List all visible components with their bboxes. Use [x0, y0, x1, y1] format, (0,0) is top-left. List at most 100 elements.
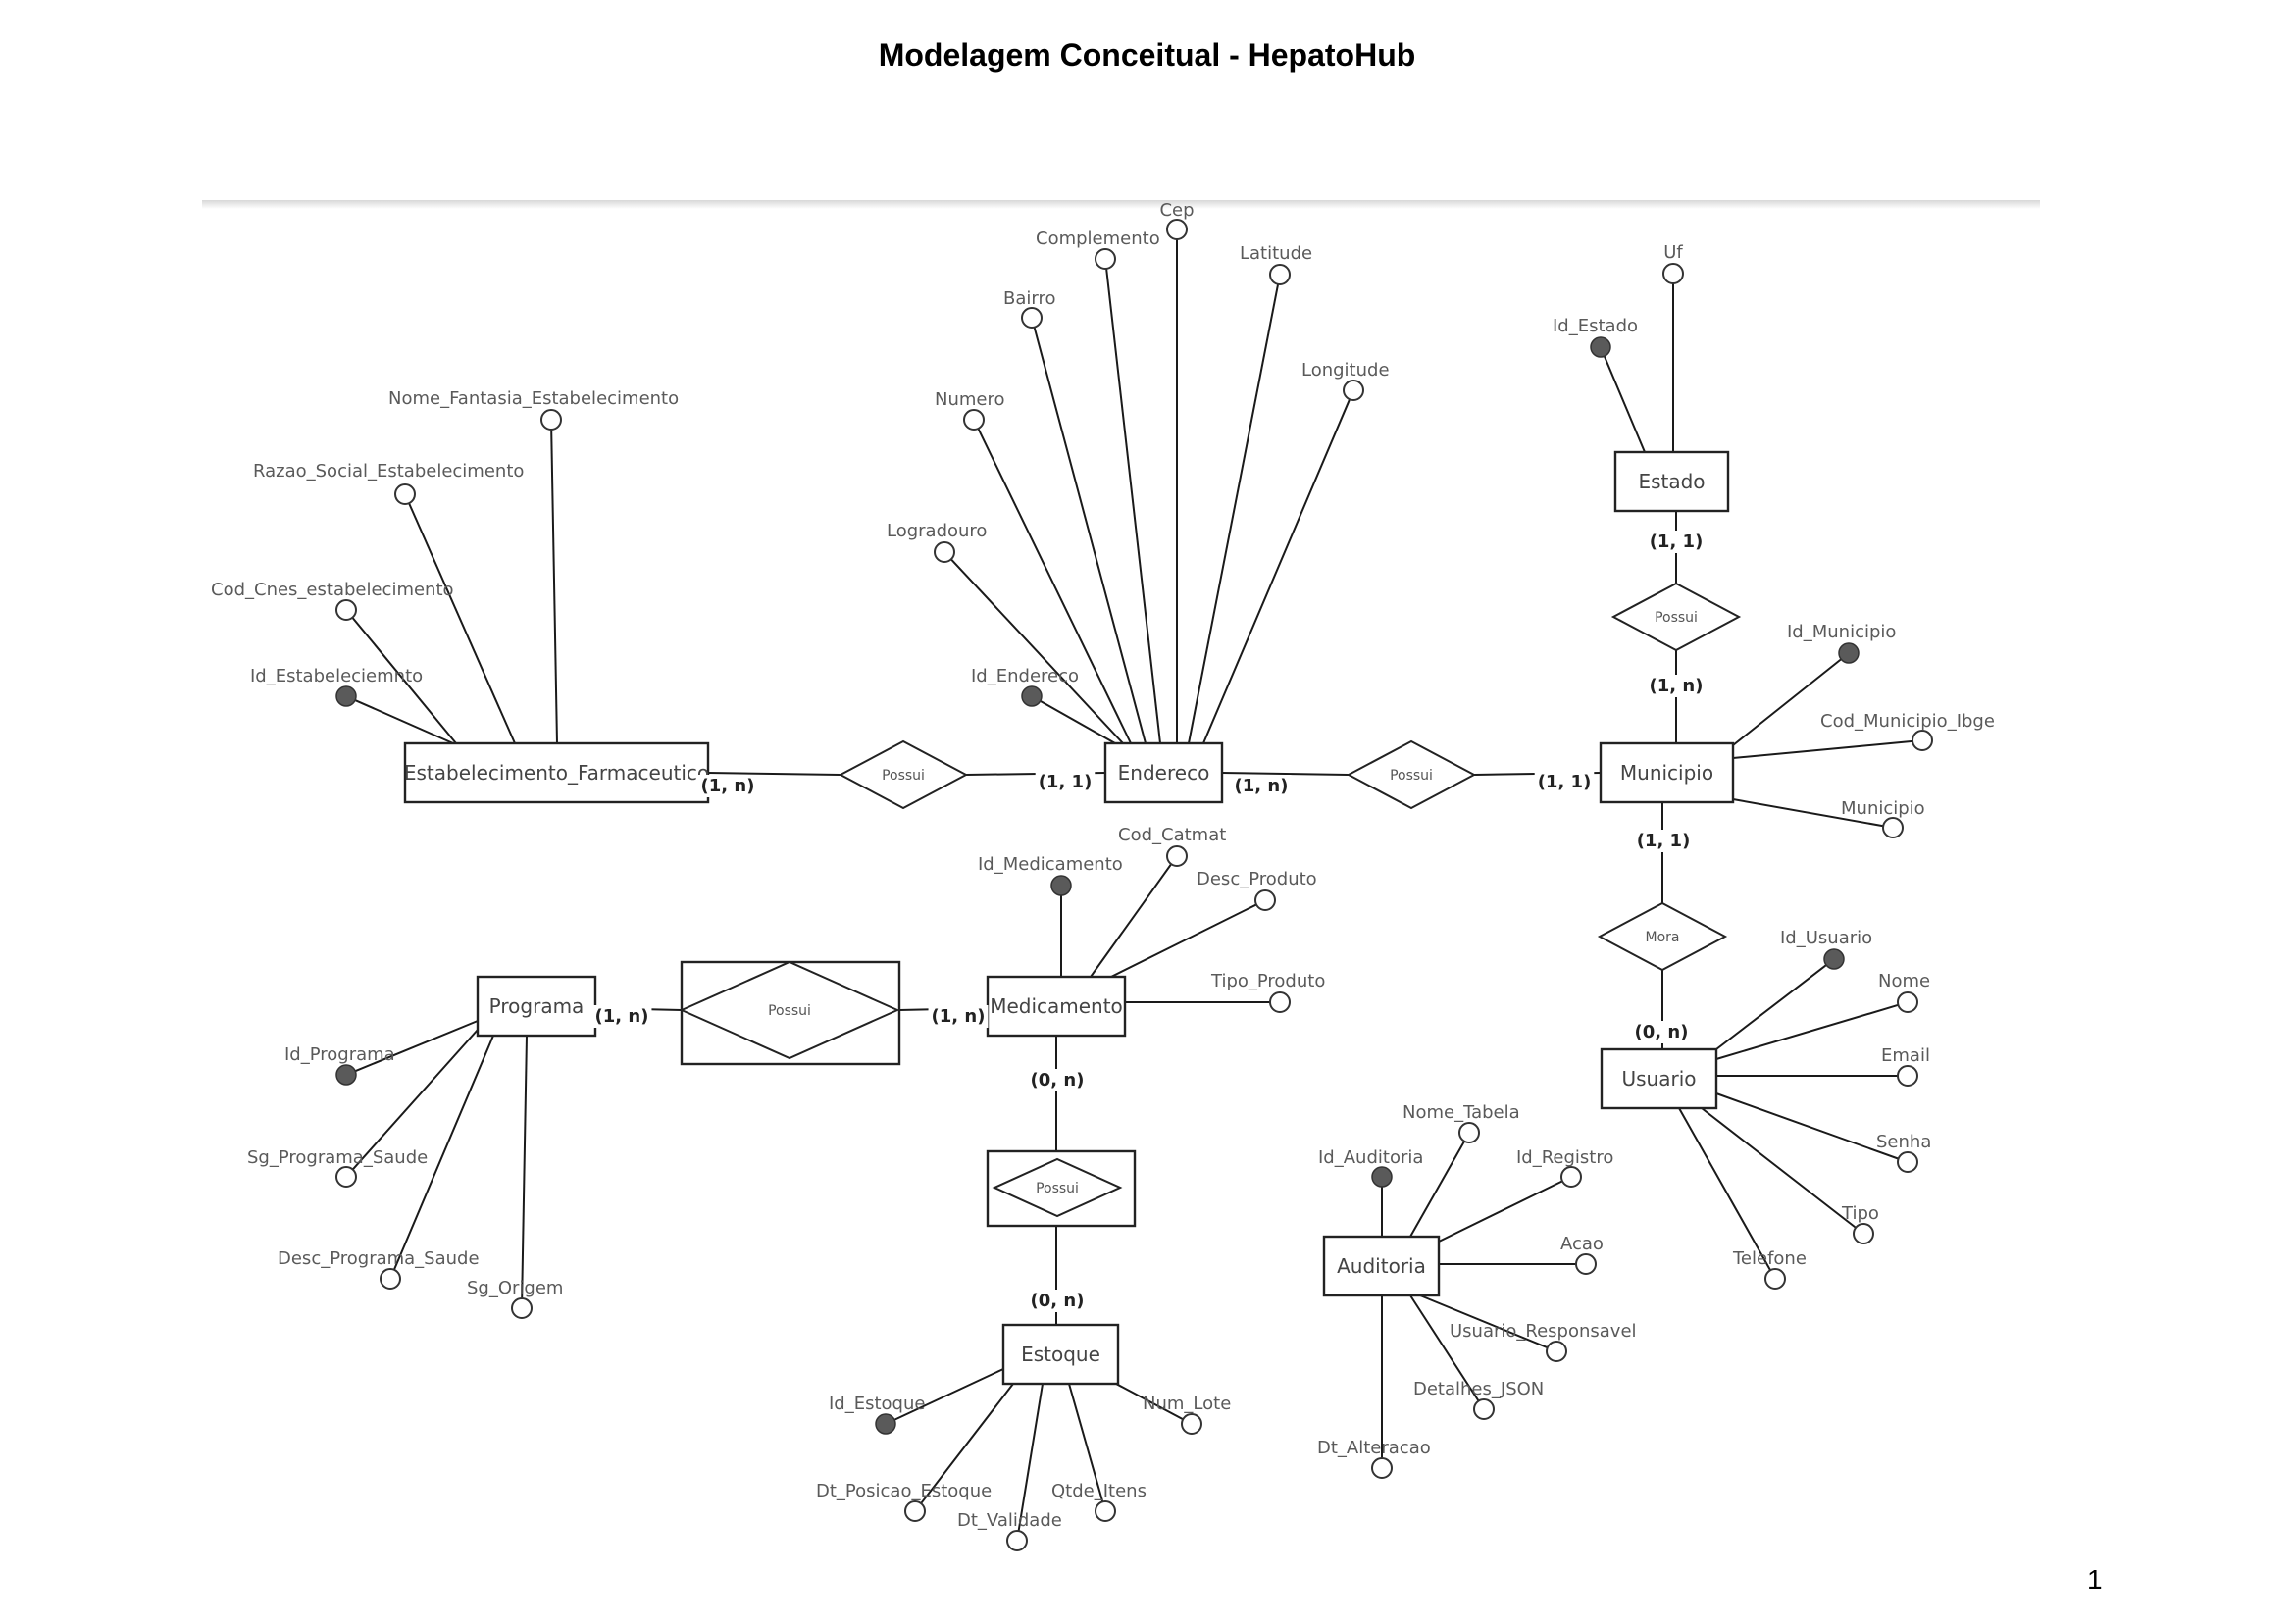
relationship-label: Possui: [768, 1003, 811, 1019]
cardinality-background: [1646, 675, 1707, 697]
attribute-marker: [1897, 1065, 1918, 1087]
attribute-label: Dt_Alteracao: [1317, 1438, 1431, 1458]
cardinality-label: (1, 1): [1650, 532, 1704, 552]
attribute-marker: [1269, 991, 1291, 1013]
entity-box: [1599, 741, 1735, 804]
attribute-label: Id_Registro: [1516, 1147, 1613, 1168]
entity-label: Usuario: [1621, 1067, 1696, 1091]
attribute-link: [1732, 739, 1913, 759]
attribute-link: [351, 1029, 479, 1171]
attribute-link: [1068, 1383, 1104, 1502]
attribute-marker: [1095, 248, 1116, 270]
entity-box: [1613, 450, 1730, 513]
key-attribute-marker: [875, 1413, 896, 1435]
attribute-link: [1419, 1294, 1549, 1349]
attribute-label: Tipo_Produto: [1210, 971, 1325, 991]
attribute-label: Dt_Validade: [957, 1510, 1062, 1531]
key-attribute-marker: [1371, 1166, 1393, 1188]
attribute-link: [893, 1368, 1004, 1421]
attribute-marker: [1897, 991, 1918, 1013]
attribute-label: Numero: [935, 389, 1005, 410]
page-number: 1: [2087, 1564, 2103, 1595]
attribute-label: Telefone: [1732, 1248, 1807, 1269]
attribute-link: [1105, 268, 1161, 744]
relationship-possui-end-mun: Possui: [1346, 739, 1477, 810]
attribute-link: [977, 428, 1132, 744]
entity-label: Estado: [1638, 470, 1705, 493]
relationship-mora: Mora: [1597, 901, 1728, 972]
attribute-link: [1115, 1383, 1184, 1421]
attribute-marker: [540, 409, 562, 431]
attribute-link: [1701, 1107, 1857, 1229]
cardinality-label: (1, n): [932, 1006, 986, 1027]
cardinality-label: (0, n): [1031, 1291, 1085, 1311]
cardinality-background: [928, 1005, 989, 1028]
relationship-diamond: [1346, 739, 1477, 810]
attribute-link: [354, 1020, 479, 1073]
attribute-marker: [1095, 1500, 1116, 1522]
attribute-label: Nome: [1878, 971, 1930, 991]
attribute-marker: [1166, 219, 1188, 240]
attribute-marker: [1006, 1530, 1028, 1551]
attribute-marker: [335, 599, 357, 621]
attribute-marker: [1473, 1398, 1495, 1420]
attribute-marker: [394, 483, 416, 505]
relationship-label: Possui: [1036, 1181, 1079, 1196]
attribute-label: Cep: [1159, 200, 1194, 221]
attribute-label: Id_Usuario: [1780, 928, 1872, 948]
attribute-link: [1715, 1092, 1899, 1160]
key-attribute-marker: [335, 685, 357, 707]
attribute-marker: [1897, 1151, 1918, 1173]
attribute-label: Longitude: [1301, 360, 1390, 381]
entity-endereco: Endereco: [1103, 741, 1224, 804]
attribute-link: [1033, 327, 1147, 744]
attribute-link: [1409, 1294, 1480, 1402]
attribute-link: [392, 1035, 494, 1271]
relationship-possui-estab-end: Possui: [838, 739, 969, 810]
cardinality-label: (1, 1): [1637, 831, 1691, 851]
attribute-label: Cod_Catmat: [1118, 825, 1226, 845]
attribute-label: Id_Estabeleciemnto: [250, 666, 423, 686]
attribute-marker: [1853, 1223, 1874, 1244]
attribute-label: Dt_Posicao_Estoque: [816, 1481, 992, 1501]
attribute-link: [1732, 658, 1842, 746]
cardinality-background: [1534, 771, 1595, 793]
attribute-marker: [1021, 307, 1043, 329]
entity-estoque: Estoque: [1001, 1323, 1120, 1386]
attribute-marker: [1575, 1253, 1597, 1275]
attribute-label: Id_Programa: [284, 1044, 395, 1065]
cardinality-label: (1, 1): [1538, 772, 1592, 792]
attribute-marker: [1662, 263, 1684, 284]
attribute-label: Qtde_Itens: [1051, 1481, 1147, 1501]
attribute-marker: [1181, 1413, 1202, 1435]
relationship-link: [707, 772, 841, 776]
attribute-link: [1715, 1003, 1899, 1060]
entity-box: [986, 975, 1127, 1038]
attribute-label: Id_Endereco: [971, 666, 1079, 686]
attribute-label: Latitude: [1240, 243, 1312, 264]
key-attribute-marker: [1823, 948, 1845, 970]
relationship-diamond: [838, 739, 969, 810]
attribute-marker: [1560, 1166, 1582, 1188]
attribute-label: Cod_Municipio_Ibge: [1820, 711, 1995, 732]
attribute-label: Bairro: [1003, 288, 1055, 309]
entity-usuario: Usuario: [1600, 1047, 1718, 1110]
attribute-marker: [1254, 889, 1276, 911]
relationship-possui-prog-med: Possui: [679, 960, 901, 1066]
cardinality-background: [697, 775, 758, 797]
attribute-marker: [1166, 845, 1188, 867]
key-attribute-marker: [1838, 642, 1860, 664]
attribute-link: [351, 617, 457, 744]
attribute-label: Id_Estoque: [829, 1394, 925, 1414]
attribute-marker: [963, 409, 985, 431]
attribute-label: Desc_Produto: [1197, 869, 1317, 889]
attribute-label: Detalhes_JSON: [1413, 1379, 1544, 1399]
attribute-marker: [1546, 1341, 1567, 1362]
entity-medicamento: Medicamento: [986, 975, 1127, 1038]
attribute-label: Complemento: [1036, 228, 1160, 249]
attribute-label: Id_Estado: [1553, 316, 1638, 336]
attribute-marker: [904, 1500, 926, 1522]
entity-estabelecimento: Estabelecimento_Farmaceutico: [403, 741, 710, 804]
page-title: Modelagem Conceitual - HepatoHub: [878, 37, 1416, 73]
attribute-label: Desc_Programa_Saude: [278, 1248, 480, 1269]
